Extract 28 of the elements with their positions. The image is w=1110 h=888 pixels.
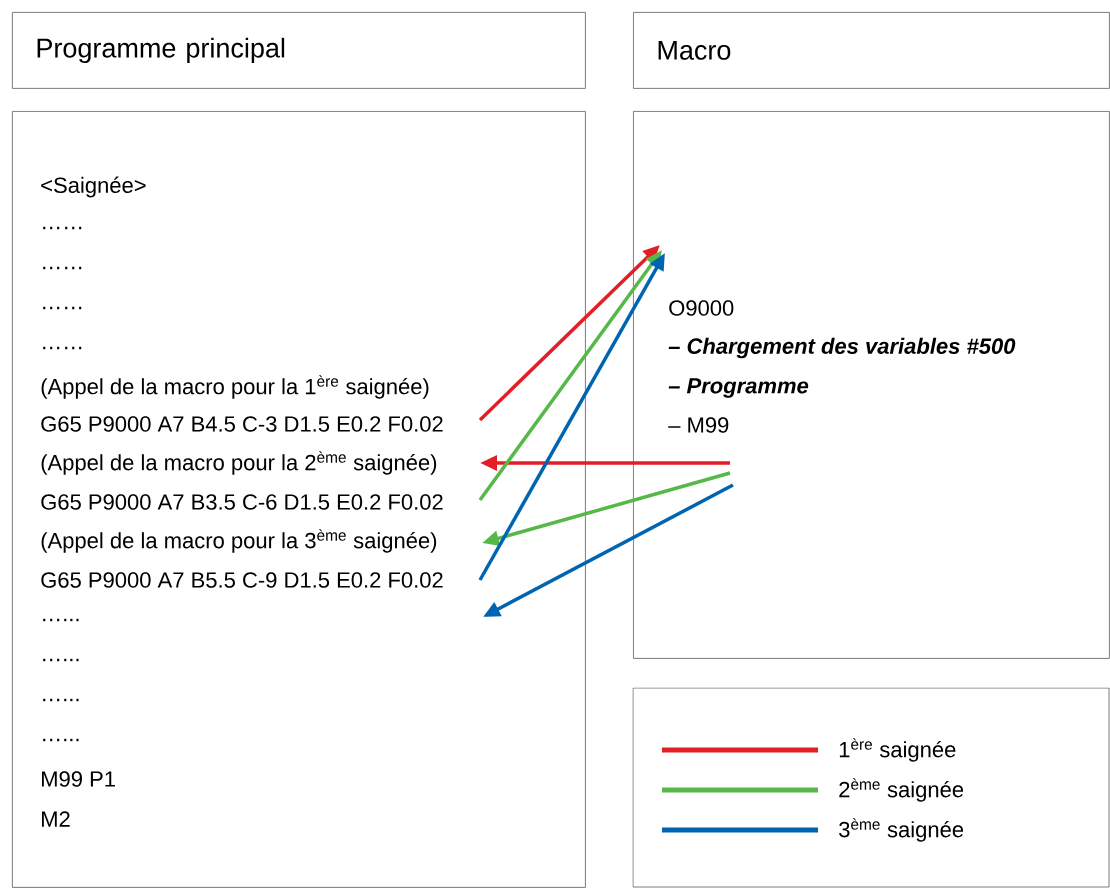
code-line: – Programme: [668, 378, 809, 398]
code-line: M99 P1: [42, 771, 115, 787]
code-line: (Appel de la macro pour la 2$^{ème}$ saignée): [41, 451, 437, 475]
code-line: …...: [43, 618, 79, 622]
code-line: – Chargement des variables #500: [668, 337, 1016, 359]
code-line: G65 P9000 A7 B3.5 C-6 D1.5 E0.2 F0.02: [41, 494, 443, 510]
legend-label: 1$^{ère}$ saignée: [839, 738, 956, 762]
header-box: Macro: [633, 12, 1110, 89]
code-line: ……: [43, 266, 82, 270]
header-box: Programme principal: [12, 12, 586, 89]
code-line: …...: [43, 738, 79, 742]
code-line: ……: [43, 346, 82, 350]
code-line: (Appel de la macro pour la 1$^{ère}$ saignée): [41, 375, 429, 399]
code-line: ……: [43, 306, 82, 310]
code-line: <Saignée>: [41, 176, 146, 198]
code-line: ……: [43, 226, 82, 230]
code-line: …...: [43, 658, 79, 662]
code-line: (Appel de la macro pour la 3$^{ème}$ saignée): [41, 529, 437, 553]
code-line: G65 P9000 A7 B5.5 C-9 D1.5 E0.2 F0.02: [41, 572, 443, 588]
code-line: M2: [42, 811, 70, 827]
code-line: O9000: [669, 300, 734, 316]
panel-box: [12, 111, 586, 888]
panel-box: [633, 111, 1110, 659]
code-line: …...: [43, 698, 79, 702]
code-line: G65 P9000 A7 B4.5 C-3 D1.5 E0.2 F0.02: [41, 416, 443, 432]
legend-label: 2$^{ème}$ saignée: [839, 778, 964, 802]
code-line: – M99: [668, 417, 729, 433]
legend-label: 3$^{ème}$ saignée: [839, 818, 964, 842]
